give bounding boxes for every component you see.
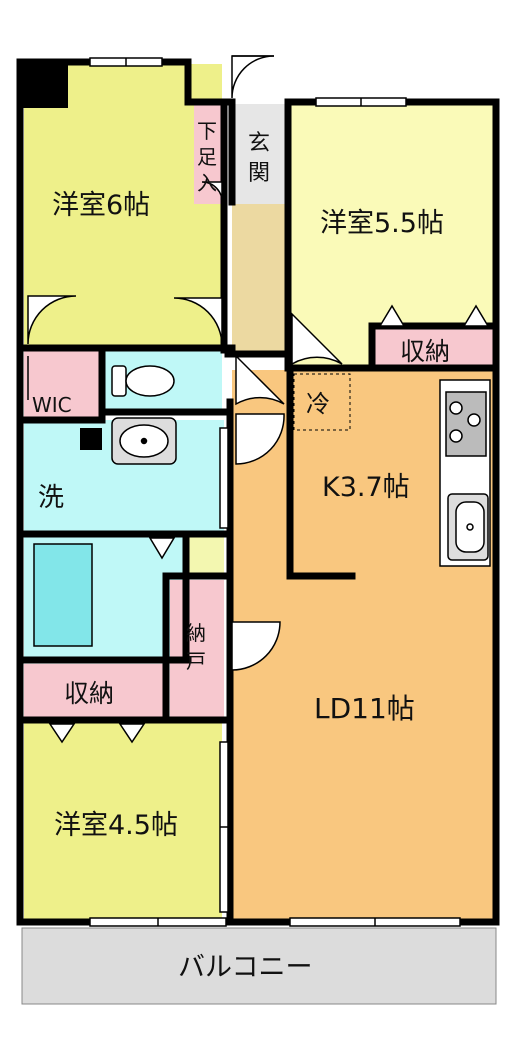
label-washroom: 洗: [38, 483, 64, 513]
room-fills: [21, 64, 497, 1005]
label-genkan-2: 関: [248, 161, 270, 186]
pillar-block-2: [80, 428, 102, 450]
storage-top-fill: [372, 328, 494, 366]
bath-corridor-fill: [188, 536, 224, 576]
label-shoe-storage-1: 下: [197, 119, 217, 143]
label-western-6: 洋室6帖: [52, 190, 150, 221]
refrigerator-space: [293, 373, 351, 431]
label-storage-bottom: 収納: [64, 679, 114, 708]
genkan-fill: [232, 104, 288, 204]
label-wic: WIC: [32, 393, 72, 417]
label-kitchen: K3.7帖: [322, 472, 410, 503]
sink-fixture: [111, 417, 177, 465]
label-western-4-5: 洋室4.5帖: [54, 810, 178, 841]
label-ld: LD11帖: [314, 692, 415, 725]
doors: [27, 55, 343, 671]
label-western-5-5: 洋室5.5帖: [320, 208, 444, 239]
room-western-4-5-fill: [24, 722, 222, 920]
closet-fill: [170, 580, 224, 718]
label-balcony: バルコニー: [178, 952, 312, 983]
label-storage-top: 収納: [400, 337, 450, 366]
storage-bottom-fill: [24, 664, 164, 718]
bathtub: [33, 543, 93, 647]
label-closet-2: 戸: [186, 649, 206, 673]
balcony-fill: [21, 927, 497, 1005]
storage-door-marks: [48, 304, 490, 744]
label-shoe-storage-3: 入: [197, 171, 217, 195]
toilet-fixture: [111, 365, 175, 397]
label-genkan-1: 玄: [248, 131, 270, 156]
kitchen-sink: [447, 493, 489, 561]
label-refrigerator: 冷: [306, 390, 330, 418]
label-shoe-storage-2: 足: [197, 145, 217, 169]
hall-fill: [232, 204, 288, 354]
pillar-block: [20, 62, 68, 108]
windows: [89, 57, 461, 927]
label-closet-1: 納: [186, 621, 206, 645]
room-labels: 洋室6帖 洋室5.5帖 K3.7帖 LD11帖 洋室4.5帖 WIC 収納 収納…: [32, 119, 450, 983]
wic-fill: [24, 350, 102, 420]
